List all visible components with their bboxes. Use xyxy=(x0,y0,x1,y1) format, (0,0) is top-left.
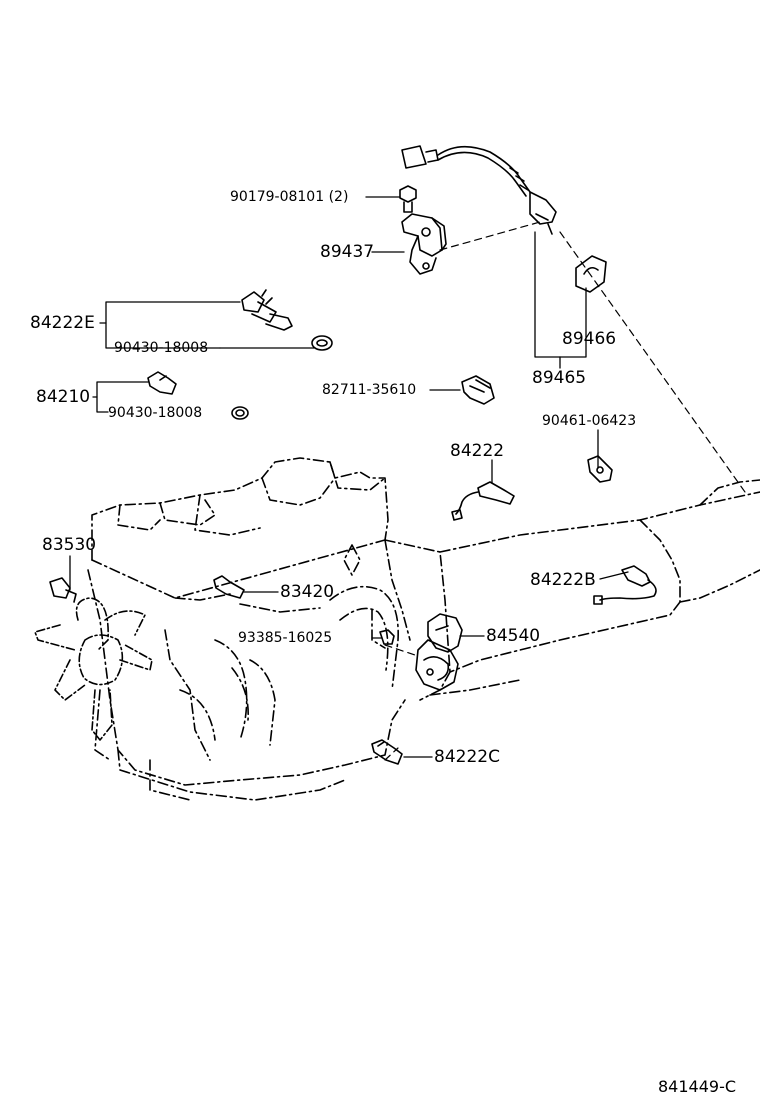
label-84210: 84210 xyxy=(36,387,91,407)
sensor-83420 xyxy=(213,575,245,599)
label-84222: 84222 xyxy=(450,441,505,461)
gasket-90430-b xyxy=(231,406,249,420)
label-90461-06423: 90461-06423 xyxy=(542,413,637,429)
sensor-83530 xyxy=(49,577,77,603)
bracket-90461 xyxy=(587,455,613,483)
label-90179-08101: 90179-08101 (2) xyxy=(230,189,349,205)
gasket-89466 xyxy=(575,255,607,293)
engine-outline xyxy=(87,457,451,801)
gasket-90430-a xyxy=(311,335,333,351)
label-82711-35610: 82711-35610 xyxy=(322,382,417,398)
sensor-89437 xyxy=(401,213,447,275)
sensor-84222B xyxy=(593,565,657,605)
label-90430-18008-lower: 90430-18008 xyxy=(108,405,203,421)
bolt-93385 xyxy=(379,629,395,645)
clamp-82711 xyxy=(461,375,495,405)
label-89437: 89437 xyxy=(320,242,375,262)
label-83420: 83420 xyxy=(280,582,335,602)
label-84540: 84540 xyxy=(486,626,541,646)
switch-84540 xyxy=(415,613,463,691)
label-93385-16025: 93385-16025 xyxy=(238,630,333,646)
label-90430-18008-upper: 90430-18008 xyxy=(114,340,209,356)
sensor-84222E xyxy=(241,289,293,331)
label-84222C: 84222C xyxy=(434,747,500,767)
harness-89465 xyxy=(401,145,557,235)
label-83530: 83530 xyxy=(42,535,97,555)
label-84222E: 84222E xyxy=(30,313,95,333)
label-89466: 89466 xyxy=(562,329,617,349)
bolt-90179 xyxy=(399,185,417,213)
label-89465: 89465 xyxy=(532,368,587,388)
dashed-leaders xyxy=(384,221,746,761)
sensor-84210 xyxy=(147,371,177,395)
leader-lines xyxy=(69,196,629,758)
label-84222B: 84222B xyxy=(530,570,596,590)
sensor-84222 xyxy=(451,481,515,521)
transmission-outline xyxy=(419,479,760,701)
diagram-reference-number: 841449-C xyxy=(658,1077,737,1096)
sensor-84222C xyxy=(371,739,403,765)
engine-fan xyxy=(34,597,153,741)
